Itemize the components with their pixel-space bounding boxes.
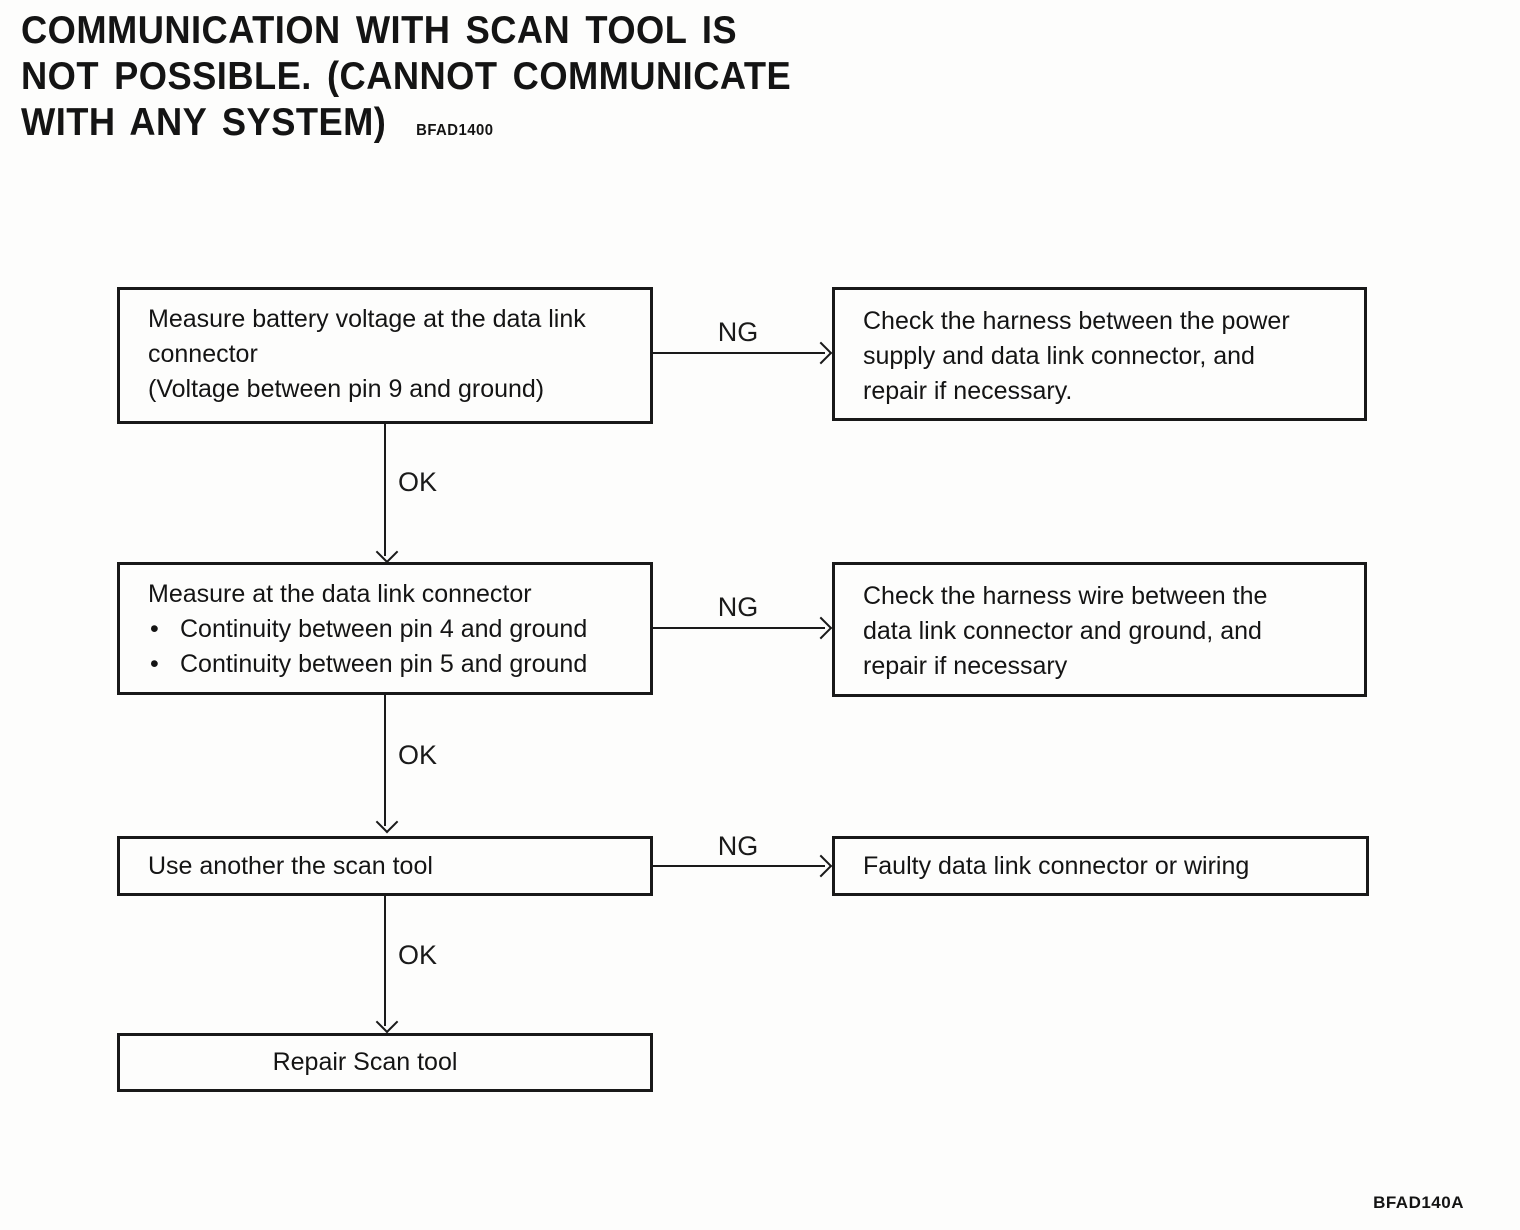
ng-arrow-1 bbox=[653, 352, 825, 354]
ok-arrow-3 bbox=[384, 896, 386, 1026]
step-1-line: connector bbox=[148, 340, 258, 368]
step-2-bullet: Continuity between pin 5 and ground bbox=[148, 647, 624, 682]
step-1-line: (Voltage between pin 9 and ground) bbox=[148, 375, 545, 403]
ng-result-2-line: repair if necessary bbox=[863, 652, 1068, 680]
step-4-box: Repair Scan tool bbox=[117, 1033, 653, 1092]
page-title-line-1: COMMUNICATION WITH SCAN TOOL IS bbox=[21, 9, 738, 52]
step-3-text: Use another the scan tool bbox=[148, 851, 433, 880]
ok-label-1: OK bbox=[398, 467, 438, 497]
ok-arrow-2 bbox=[384, 695, 386, 826]
ng-label-3: NG bbox=[717, 831, 759, 861]
ng-label-2: NG bbox=[717, 592, 759, 622]
ng-result-2-line: data link connector and ground, and bbox=[863, 617, 1262, 645]
ok-arrow-1 bbox=[384, 424, 386, 556]
ng-result-1-box: Check the harness between the power supp… bbox=[832, 287, 1367, 421]
title-figure-code: BFAD1400 bbox=[416, 122, 494, 139]
page-title-line-2: NOT POSSIBLE. (CANNOT COMMUNICATE bbox=[21, 55, 792, 98]
ng-result-2-box: Check the harness wire between the data … bbox=[832, 562, 1367, 697]
title-block: COMMUNICATION WITH SCAN TOOL IS NOT POSS… bbox=[21, 8, 791, 154]
ng-arrow-2 bbox=[653, 627, 825, 629]
page-title-line-3: WITH ANY SYSTEM) bbox=[21, 101, 387, 144]
ng-result-3-box: Faulty data link connector or wiring bbox=[832, 836, 1369, 896]
step-2-heading: Measure at the data link connector bbox=[148, 580, 532, 608]
step-3-box: Use another the scan tool bbox=[117, 836, 653, 896]
step-2-box: Measure at the data link connector Conti… bbox=[117, 562, 653, 695]
ng-arrow-3 bbox=[653, 865, 825, 867]
ok-label-2: OK bbox=[398, 740, 438, 770]
ng-result-2-line: Check the harness wire between the bbox=[863, 582, 1268, 610]
step-4-text: Repair Scan tool bbox=[272, 1048, 458, 1076]
footer-figure-code: BFAD140A bbox=[1373, 1193, 1464, 1212]
ng-result-1-line: repair if necessary. bbox=[863, 377, 1073, 405]
step-2-bullet: Continuity between pin 4 and ground bbox=[148, 612, 624, 647]
ng-label-1: NG bbox=[717, 317, 759, 347]
ng-result-3-text: Faulty data link connector or wiring bbox=[863, 851, 1250, 880]
step-1-line: Measure battery voltage at the data link bbox=[148, 305, 586, 333]
ng-result-1-line: supply and data link connector, and bbox=[863, 342, 1255, 370]
ng-result-1-line: Check the harness between the power bbox=[863, 307, 1290, 335]
step-1-box: Measure battery voltage at the data link… bbox=[117, 287, 653, 424]
ok-label-3: OK bbox=[398, 940, 438, 970]
